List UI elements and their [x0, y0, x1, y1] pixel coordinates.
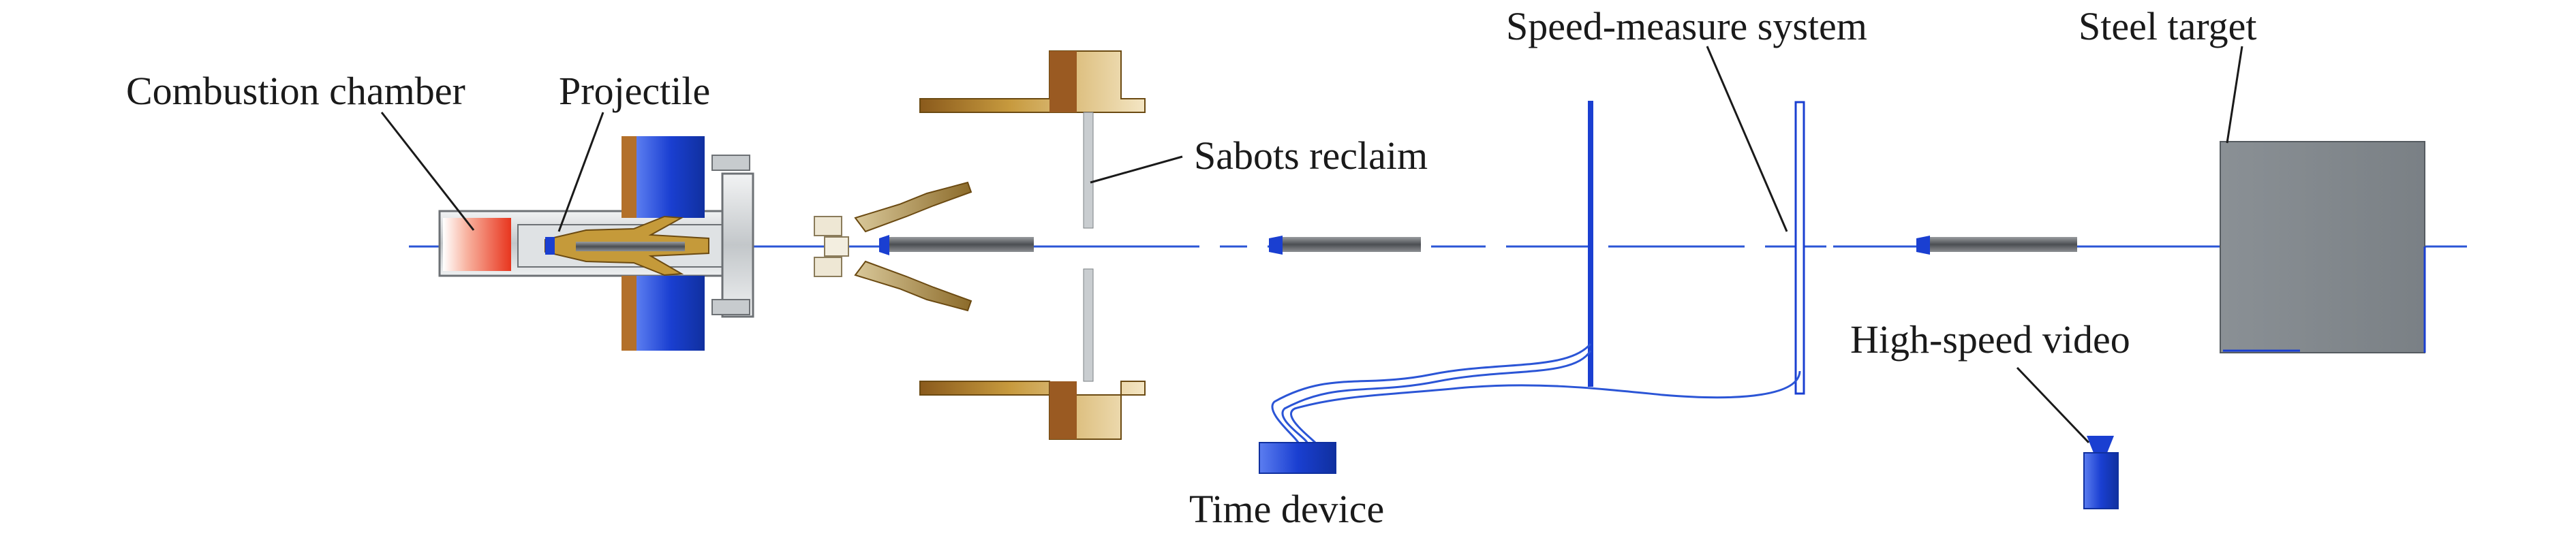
- timing-cables: [1271, 343, 1801, 444]
- sabot-petals: [814, 181, 1034, 312]
- high-speed-video-label: High-speed video: [1850, 317, 2130, 362]
- time-device-label: Time device: [1189, 487, 1384, 531]
- steel-target-block: [2220, 141, 2426, 353]
- sabots-reclaim-label: Sabots reclaim: [1194, 133, 1428, 178]
- light-screen-2: [1794, 101, 1805, 395]
- projectile-in-flight-2: [1916, 236, 2077, 255]
- sabot-catcher-top: [919, 50, 1146, 229]
- camera-icon: [2083, 436, 2119, 509]
- steel-target-label: Steel target: [2079, 4, 2256, 48]
- projectile-in-flight-1: [1269, 236, 1421, 255]
- time-device-box: [1259, 442, 1336, 474]
- speed-measure-screens: [1588, 101, 1805, 395]
- light-screen-1: [1588, 101, 1593, 387]
- breech-flange: [622, 136, 705, 351]
- combustion-chamber-fill: [443, 218, 511, 271]
- combustion-chamber-label: Combustion chamber: [126, 69, 465, 113]
- projectile-label: Projectile: [559, 69, 710, 113]
- projectile-in-barrel: [545, 215, 709, 276]
- speed-measure-system-label: Speed-measure system: [1506, 4, 1867, 48]
- sabot-catcher-bottom: [919, 268, 1146, 440]
- leader-lines: [380, 46, 2243, 444]
